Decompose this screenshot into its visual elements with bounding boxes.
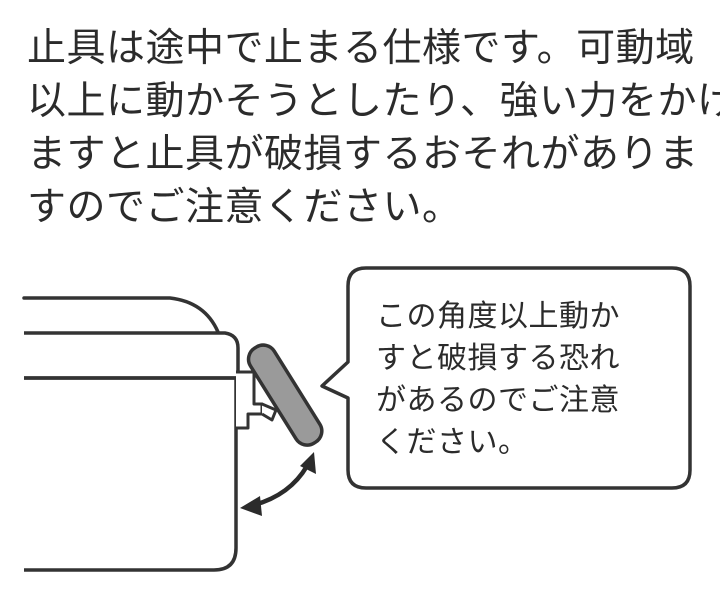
rotation-arrow-head-right <box>300 452 316 474</box>
speech-bubble-line: ください。 <box>376 425 529 460</box>
caution-notice-line: ますと止具が破損するおそれがありま <box>27 132 699 177</box>
latch-tab <box>246 343 324 447</box>
speech-bubble-line: があるのでご注意 <box>376 383 620 418</box>
speech-bubble-line: すと破損する恐れ <box>376 341 620 376</box>
caution-notice: 止具は途中で止まる仕様です。可動域 以上に動かそうとしたり、強い力をかけ ますと… <box>27 22 720 234</box>
latch-hinge-pin <box>261 402 278 422</box>
rotation-arrow-icon <box>251 463 310 508</box>
speech-bubble-line: この角度以上動か <box>376 299 620 334</box>
container-body <box>24 376 238 572</box>
caution-notice-line: 止具は途中で止まる仕様です。可動域 <box>27 26 695 71</box>
caution-notice-line: すのでご注意ください。 <box>27 185 462 230</box>
container-lid-top <box>22 296 220 334</box>
container-lid-rim <box>24 331 240 380</box>
caution-notice-line: 以上に動かそうとしたり、強い力をかけ <box>27 79 720 124</box>
speech-bubble-text: この角度以上動か すと破損する恐れ があるのでご注意 ください。 <box>376 296 676 464</box>
rotation-arrow-head-left <box>240 496 262 516</box>
speech-bubble <box>320 266 692 490</box>
